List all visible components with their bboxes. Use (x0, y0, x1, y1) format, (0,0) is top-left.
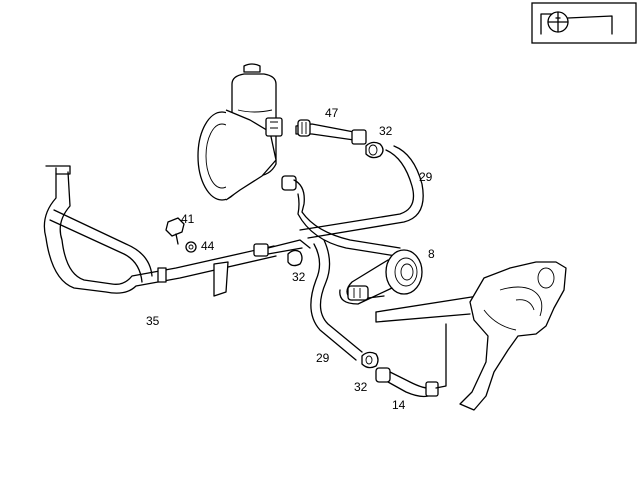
callout-41: 41 (181, 212, 195, 226)
callout-47: 47 (325, 106, 339, 120)
callout-32-top: 32 (379, 124, 393, 138)
steering-wheel-vehicle-icon (531, 2, 637, 44)
hose-29-upper (299, 145, 424, 239)
cooler-bracket (375, 295, 479, 323)
clamp-32-middle (287, 249, 303, 267)
clamp-32-top (365, 141, 384, 159)
washer-44 (185, 241, 197, 253)
power-steering-pump (197, 63, 283, 201)
oil-cooler-8 (339, 249, 423, 305)
callout-32-bottom: 32 (354, 380, 368, 394)
hose-29-lower (310, 239, 363, 361)
callout-35: 35 (146, 314, 160, 328)
pressure-hose (281, 175, 401, 257)
bolt-41 (165, 217, 185, 245)
callout-44: 44 (201, 239, 215, 253)
hose-14 (375, 367, 439, 398)
hose-47 (295, 119, 367, 145)
steel-line-35 (43, 165, 311, 297)
callout-8: 8 (428, 247, 435, 261)
callout-29-bottom: 29 (316, 351, 330, 365)
steering-gear (435, 261, 567, 411)
callout-32-middle: 32 (292, 270, 306, 284)
clamp-32-bottom (361, 351, 379, 369)
callout-29-top: 29 (419, 170, 433, 184)
callout-14: 14 (392, 398, 406, 412)
